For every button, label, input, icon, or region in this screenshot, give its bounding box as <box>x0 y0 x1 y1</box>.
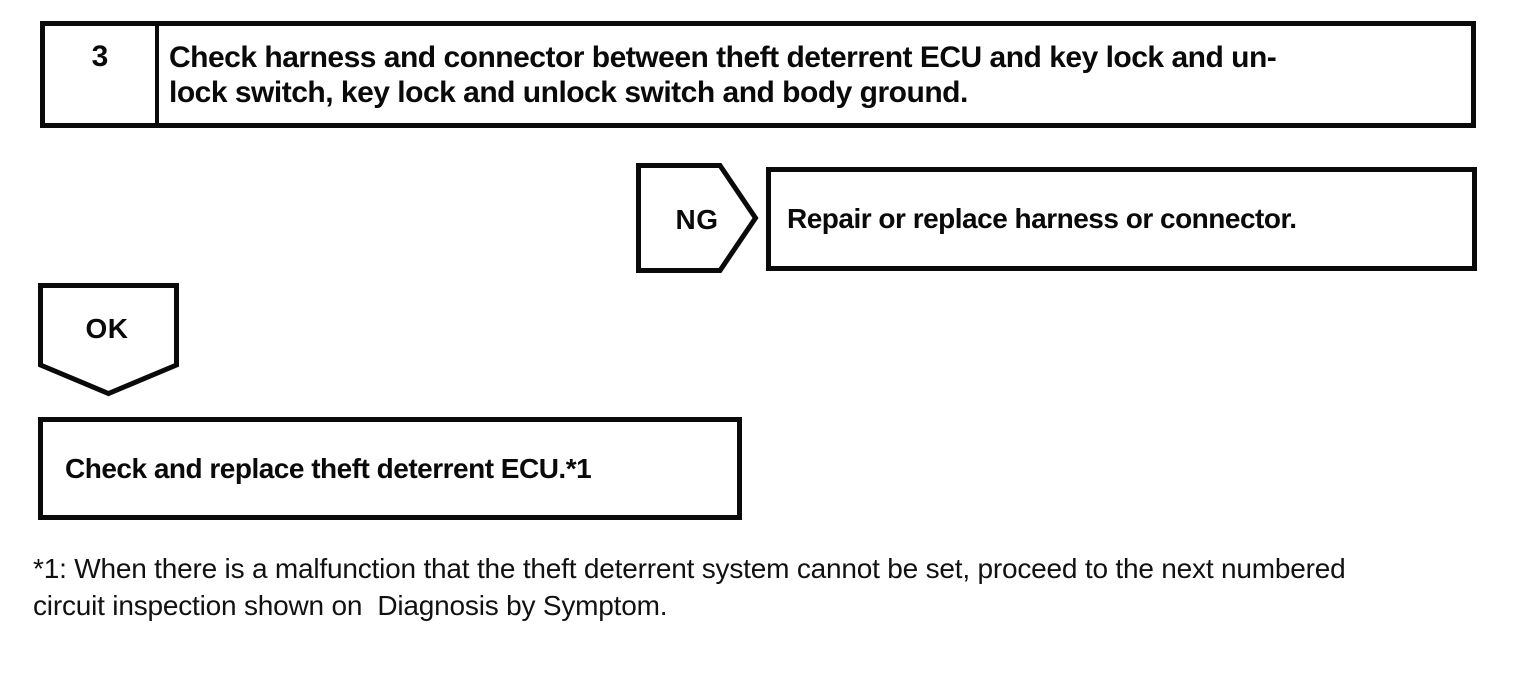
ok-result-text: Check and replace theft deterrent ECU.*1 <box>65 452 592 484</box>
step-box: 3 Check harness and connector between th… <box>40 21 1476 128</box>
step-number: 3 <box>45 26 159 123</box>
ng-pentagon-shape: NG <box>636 163 759 273</box>
step-instruction-line-1: Check harness and connector between thef… <box>169 40 1277 74</box>
ok-result-box: Check and replace theft deterrent ECU.*1 <box>38 417 742 520</box>
ok-pentagon-shape: OK <box>38 283 179 397</box>
ng-result-box: Repair or replace harness or connector. <box>766 167 1477 271</box>
ng-pentagon-outline <box>636 163 759 273</box>
footnote: *1: When there is a malfunction that the… <box>33 550 1513 624</box>
ok-label: OK <box>86 313 129 344</box>
footnote-line-1: *1: When there is a malfunction that the… <box>33 553 1346 584</box>
ng-result-text: Repair or replace harness or connector. <box>787 203 1297 234</box>
ng-label: NG <box>676 204 719 235</box>
step-instruction: Check harness and connector between thef… <box>159 26 1471 123</box>
ok-pentagon-outline <box>38 283 179 397</box>
footnote-line-2: circuit inspection shown on Diagnosis by… <box>33 590 668 621</box>
step-instruction-line-2: lock switch, key lock and unlock switch … <box>169 75 968 109</box>
